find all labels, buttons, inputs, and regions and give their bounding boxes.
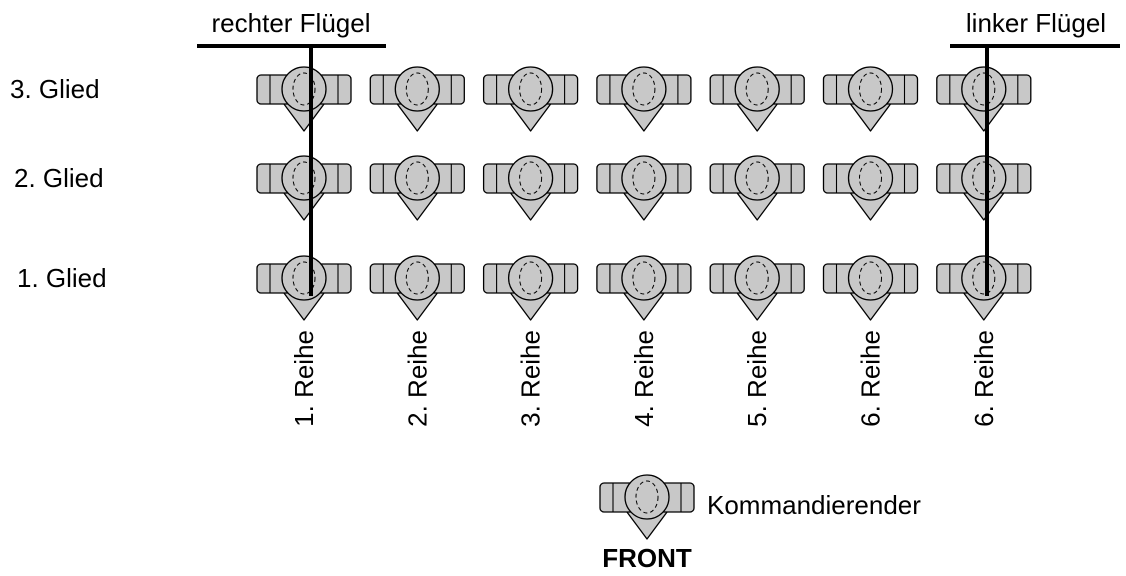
soldier-icon	[482, 155, 579, 221]
soldier-icon	[369, 255, 465, 321]
front-label: FRONT	[602, 543, 692, 573]
soldier-icon	[482, 66, 579, 132]
file-labels: 1. Reihe 2. Reihe 3. Reihe 4. Reihe 5. Reihe…	[289, 330, 999, 427]
left-flank-label: linker Flügel	[966, 8, 1106, 38]
soldier-icon	[709, 66, 805, 132]
soldier-icon	[482, 255, 579, 321]
file-label-4: 4. Reihe	[629, 330, 659, 427]
file-label-1: 1. Reihe	[289, 330, 319, 427]
soldier-icon	[369, 155, 465, 221]
soldier-icon	[596, 66, 692, 132]
soldier-icon	[936, 255, 1032, 321]
rank-label-3: 3. Glied	[10, 74, 100, 104]
right-flank-label: rechter Flügel	[212, 8, 371, 38]
file-label-2: 2. Reihe	[402, 330, 432, 427]
soldier-icon	[709, 155, 805, 221]
commander-icon	[599, 474, 695, 540]
soldier-icon	[822, 66, 919, 132]
file-label-7: 6. Reihe	[969, 330, 999, 427]
soldier-icon	[256, 255, 352, 321]
soldier-icon	[256, 155, 352, 221]
legend-label: Kommandierender	[707, 490, 921, 520]
legend: Kommandierender	[599, 474, 921, 540]
soldier-icon	[369, 66, 465, 132]
soldier-grid	[256, 66, 1032, 321]
soldier-icon	[596, 155, 692, 221]
file-label-3: 3. Reihe	[516, 330, 546, 427]
file-label-5: 5. Reihe	[742, 330, 772, 427]
soldier-icon	[936, 66, 1032, 132]
soldier-icon	[822, 155, 919, 221]
soldier-icon	[709, 255, 805, 321]
rank-label-2: 2. Glied	[14, 163, 104, 193]
soldier-icon	[256, 66, 352, 132]
soldier-icon	[936, 155, 1032, 221]
soldier-icon	[822, 255, 919, 321]
file-label-6: 6. Reihe	[856, 330, 886, 427]
soldier-icon	[596, 255, 692, 321]
rank-label-1: 1. Glied	[17, 263, 107, 293]
